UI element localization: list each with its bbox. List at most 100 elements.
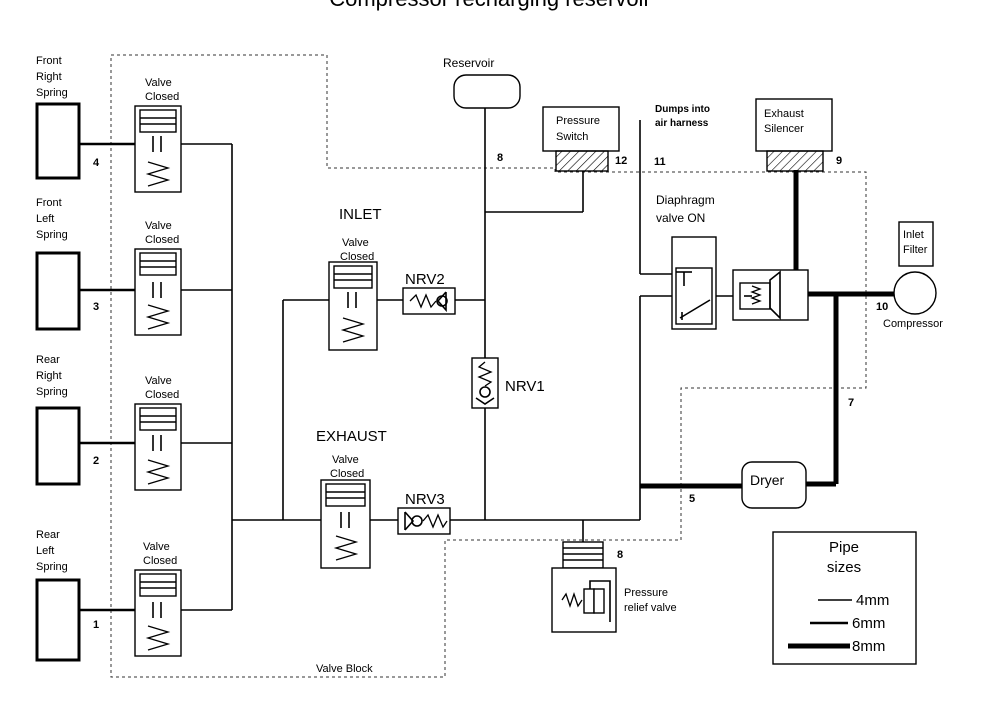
compressor-label: Compressor [883, 318, 943, 330]
nrv1-check-valve[interactable]: NRV1 [471, 357, 545, 409]
nrv-body [471, 357, 499, 409]
spring-valve-3[interactable]: Valve Closed [134, 375, 182, 491]
spring-valve-2[interactable]: Valve Closed [134, 220, 182, 336]
valve-state-line: Valve [145, 77, 172, 89]
spring-valve-1[interactable]: Valve Closed [134, 77, 182, 193]
legend-label: 4mm [856, 592, 889, 609]
pipe-number: 10 [876, 301, 888, 313]
spring-label-line: Spring [36, 561, 68, 573]
diagram-title: Compressor recharging reservoir [329, 0, 651, 11]
spring-label-line: Rear [36, 354, 60, 366]
nrv-body [397, 507, 451, 535]
valve-spring [145, 459, 171, 485]
valve-chamber [139, 109, 177, 133]
valve-chamber [325, 483, 366, 507]
spring-label-line: Spring [36, 386, 68, 398]
nrv3-label: NRV3 [405, 491, 445, 508]
valve-state-line: Valve [143, 541, 170, 553]
exhaust-valve[interactable]: EXHAUST Valve Closed [316, 428, 387, 569]
pipe-number: 11 [654, 156, 666, 168]
valve-state-line: Closed [330, 468, 364, 480]
pipe-number: 5 [689, 493, 695, 505]
pressure-switch-box [542, 106, 620, 152]
valve-state-line: Closed [340, 251, 374, 263]
valve-chamber [139, 407, 177, 431]
dumps-note-line: air harness [655, 118, 709, 129]
spring-box [35, 102, 81, 180]
relief-label: Pressure [624, 587, 668, 599]
valve-state-line: Valve [145, 375, 172, 387]
pressure-switch-port [555, 150, 609, 172]
spring-front-right: Front Right Spring [35, 55, 81, 180]
inlet-filter: Inlet Filter [898, 221, 934, 267]
pressure-relief-valve[interactable]: Pressure relief valve 8 [551, 541, 677, 633]
inlet-heading: INLET [339, 206, 382, 223]
legend-box [772, 531, 917, 665]
reservoir: Reservoir 8 [443, 56, 521, 164]
valve-spring [145, 625, 171, 651]
spring-rear-left: Rear Left Spring [35, 529, 81, 662]
inlet-valve[interactable]: INLET Valve Closed [328, 206, 382, 351]
valve-spring [145, 161, 171, 187]
nrv2-label: NRV2 [405, 271, 445, 288]
pipe-number: 3 [93, 301, 99, 313]
legend-label: 8mm [852, 638, 885, 655]
compressor: Compressor 10 [876, 271, 943, 330]
dryer: Dryer 5 7 [689, 397, 854, 509]
compressor-circle [893, 271, 937, 315]
reservoir-tank [453, 74, 521, 109]
silencer-box [755, 98, 833, 152]
diaphragm-label: Diaphragm [656, 193, 715, 207]
spring-box [35, 406, 81, 486]
pressure-switch: Pressure Switch 12 [542, 106, 627, 172]
pipe-number: 4 [93, 157, 100, 169]
reservoir-label: Reservoir [443, 56, 494, 70]
dumps-note-line: Dumps into [655, 104, 710, 115]
valve-block-outline [110, 54, 867, 678]
diaphragm-valve[interactable]: Diaphragm valve ON [656, 193, 717, 330]
valve-chamber [139, 252, 177, 276]
spring-label-line: Spring [36, 229, 68, 241]
pipe-number: 1 [93, 619, 99, 631]
nrv2-check-valve[interactable]: NRV2 [402, 271, 456, 315]
nrv3-check-valve[interactable]: NRV3 [397, 491, 451, 535]
valve-block-label: Valve Block [316, 663, 373, 675]
spring-label-line: Right [36, 71, 62, 83]
valve-state-line: Valve [145, 220, 172, 232]
dumps-note: Dumps into air harness 11 [639, 104, 710, 190]
valve-spring [340, 317, 366, 343]
silencer-label: Silencer [764, 123, 804, 135]
inlet-filter-label: Filter [903, 244, 928, 256]
pipe-number: 8 [497, 152, 503, 164]
exhaust-silencer: Exhaust Silencer 9 [755, 98, 842, 172]
pipe-number: 2 [93, 455, 99, 467]
silencer-port [766, 150, 824, 172]
valve-spring [333, 535, 359, 561]
valve-state-line: Closed [145, 91, 179, 103]
valve-chamber [333, 265, 373, 289]
pipe-size-legend: Pipe sizes 4mm 6mm 8mm [772, 531, 917, 665]
valve-spring [145, 304, 171, 330]
relief-label: relief valve [624, 602, 677, 614]
valve-state-line: Closed [145, 389, 179, 401]
valve-state-line: Valve [342, 237, 369, 249]
spring-valve-4[interactable]: Valve Closed [134, 541, 182, 657]
pipe-number: 7 [848, 397, 854, 409]
legend-title: Pipe [829, 539, 859, 556]
legend-title: sizes [827, 559, 861, 576]
valve-state-line: Closed [143, 555, 177, 567]
spring-rear-right: Rear Right Spring [35, 354, 81, 486]
spring-label-line: Front [36, 55, 62, 67]
pressure-switch-label: Switch [556, 131, 588, 143]
inlet-filter-label: Inlet [903, 229, 924, 241]
spring-label-line: Left [36, 213, 54, 225]
diaphragm-label: valve ON [656, 211, 705, 225]
valve-chamber [139, 573, 177, 597]
spring-front-left: Front Left Spring [35, 197, 81, 331]
dryer-label: Dryer [750, 472, 785, 488]
spring-box [35, 578, 81, 662]
pipe-number: 12 [615, 155, 627, 167]
dryer-box [741, 461, 807, 509]
spring-label-line: Right [36, 370, 62, 382]
